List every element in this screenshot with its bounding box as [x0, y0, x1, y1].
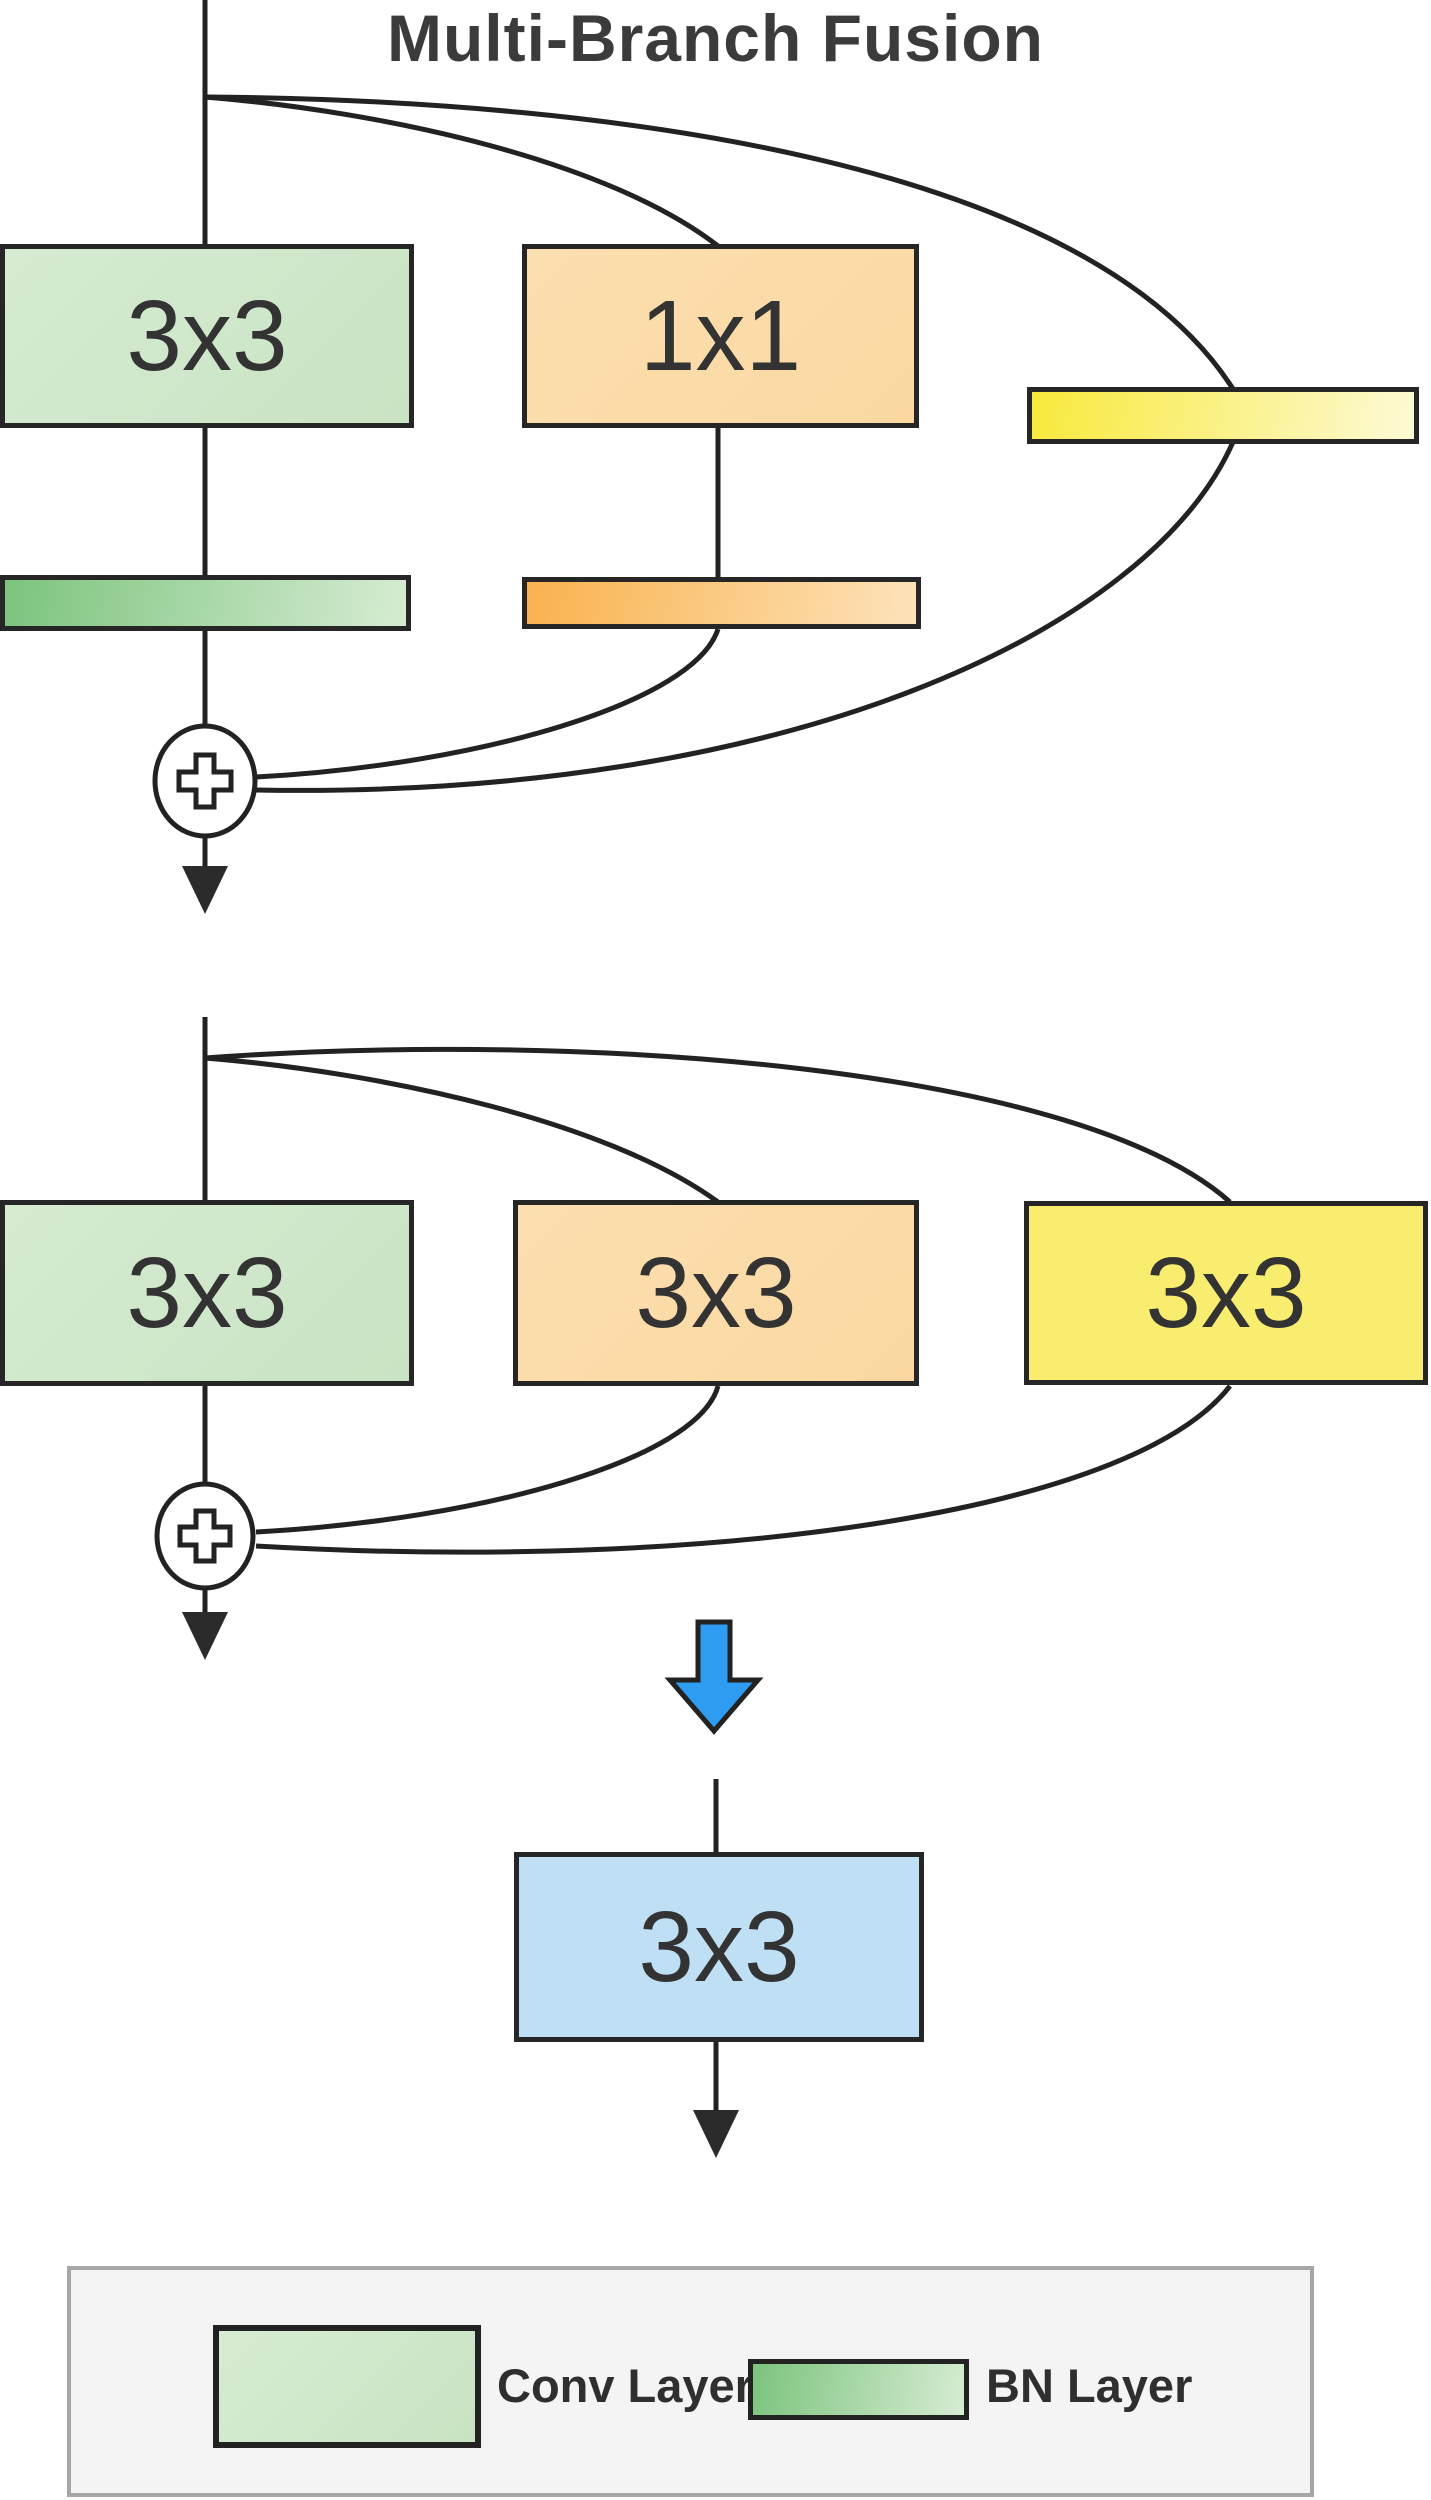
fused-conv-label: 3x3: [638, 1891, 800, 2003]
top-identity-bn-bar-yellow: [1027, 387, 1419, 444]
mid-conv-box-3x3-yellow: 3x3: [1024, 1201, 1428, 1385]
top-bn-bar-green: [0, 575, 411, 631]
top-conv-box-3x3-green: 3x3: [0, 244, 414, 428]
legend-bn-layer-label: BN Layer: [986, 2359, 1193, 2412]
mid-conv-orange-label: 3x3: [635, 1237, 797, 1349]
mid-branch-curve-to-orange: [204, 1055, 720, 1205]
mid-conv-box-3x3-green: 3x3: [0, 1200, 414, 1386]
mid-conv-box-3x3-orange: 3x3: [513, 1200, 919, 1386]
mid-yellow-to-plus-curve: [255, 1384, 1232, 1555]
fusion-big-blue-arrow-icon: [664, 1619, 764, 1735]
top-conv-box-1x1-orange: 1x1: [522, 244, 919, 428]
legend-conv-layer-swatch: [213, 2325, 481, 2448]
top-branch-curve-identity: [204, 94, 1236, 391]
diagram-title: Multi-Branch Fusion: [387, 1, 1044, 75]
top-branch-curve-to-1x1: [204, 94, 720, 248]
top-bn-bar-orange: [522, 577, 921, 629]
legend-conv-layer-label: Conv Layer: [497, 2359, 753, 2412]
top-plus-icon: [176, 752, 234, 810]
top-orange-bn-to-plus-curve: [255, 628, 721, 780]
fused-output-arrowhead-icon: [693, 2110, 739, 2158]
mid-conv-green-label: 3x3: [126, 1237, 288, 1349]
top-output-arrowhead-icon: [182, 866, 228, 914]
top-identity-to-plus-curve: [255, 440, 1236, 793]
legend-box: Conv Layer BN Layer: [67, 2266, 1314, 2497]
mid-plus-icon: [177, 1508, 233, 1564]
mid-branch-curve-to-yellow: [204, 1046, 1232, 1204]
top-conv-1x1-label: 1x1: [639, 280, 802, 392]
mid-output-arrowhead-icon: [182, 1612, 228, 1660]
mid-conv-yellow-label: 3x3: [1145, 1237, 1307, 1349]
mid-orange-to-plus-curve: [255, 1385, 721, 1535]
fused-conv-box-3x3-blue: 3x3: [514, 1852, 924, 2042]
top-conv-3x3-label: 3x3: [126, 280, 288, 392]
legend-bn-layer-swatch: [748, 2359, 969, 2420]
